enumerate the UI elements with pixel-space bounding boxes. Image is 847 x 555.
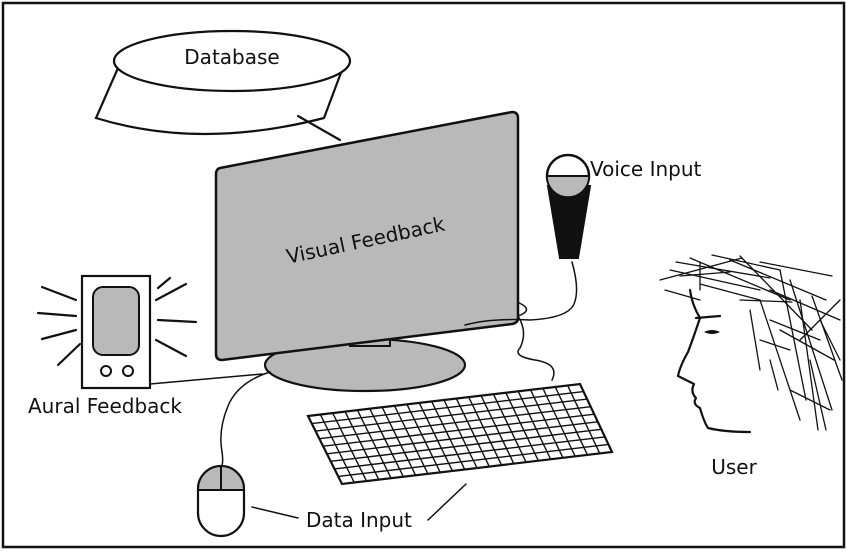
keyboard-icon [306,382,614,486]
mouse-icon [196,464,246,538]
data-input-pointer-mouse [251,506,299,519]
monitor-icon [214,110,520,393]
user-head-icon [659,254,843,434]
speaker-cable [149,373,263,385]
microphone-cable [464,261,578,326]
voice-input-label: Voice Input [590,157,702,181]
user-label: User [711,455,757,479]
microphone-icon [545,153,592,259]
sound-lines-icon [36,276,198,367]
monitor-screen [214,110,520,362]
database-icon [94,29,352,136]
database-cable [296,114,342,142]
mouse-cable [219,371,271,473]
aural-feedback-label: Aural Feedback [28,394,182,418]
data-input-pointer-keyboard [427,483,467,521]
speaker-icon [80,274,152,390]
data-input-label: Data Input [306,508,412,532]
database-label: Database [184,45,279,69]
